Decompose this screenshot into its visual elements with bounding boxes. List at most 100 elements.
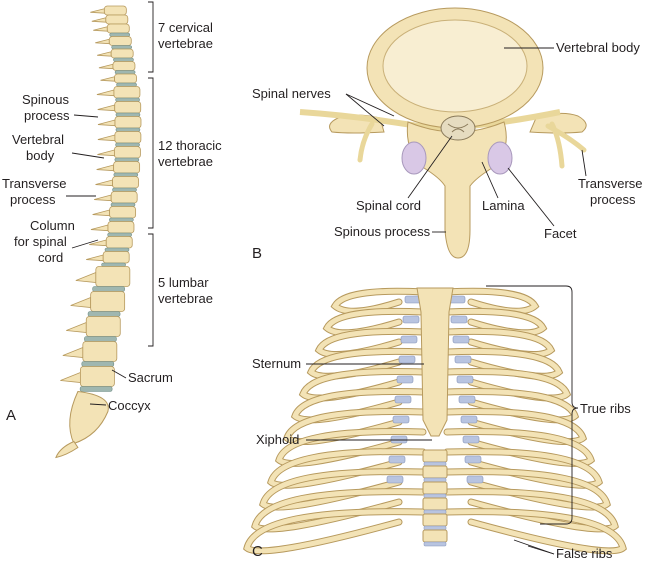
- false-ribs-label: False ribs: [556, 546, 613, 561]
- vertebra: [107, 221, 135, 234]
- rib: [268, 449, 426, 488]
- intervertebral-disc: [115, 142, 140, 147]
- transverse-label-line2: process: [590, 192, 636, 207]
- intervertebral-disc: [87, 311, 121, 317]
- facet-label: Facet: [544, 226, 577, 241]
- costal-cartilage: [386, 475, 404, 484]
- vertebra: [105, 14, 129, 25]
- rib-cage: [243, 287, 627, 555]
- spinous-process: [91, 17, 107, 23]
- left-facet: [401, 141, 427, 175]
- spinous-process: [100, 76, 115, 82]
- intervertebral-disc: [115, 112, 141, 117]
- costal-cartilage: [454, 355, 472, 364]
- vertebra-superior-view: [299, 7, 587, 259]
- intervertebral-disc: [115, 127, 141, 132]
- vertebra: [114, 116, 142, 129]
- thoracic-vertebra: [422, 497, 448, 511]
- spinal-nerves-pointer-2: [345, 93, 385, 127]
- thoracic-label-line1: 12 thoracic: [158, 138, 222, 153]
- spinous-process: [97, 149, 115, 157]
- panel-label-a: A: [6, 407, 16, 424]
- spinous-process: [60, 371, 81, 383]
- spinous-process-label-line1: Spinous: [22, 92, 69, 107]
- vertebra: [95, 266, 131, 287]
- intervertebral-disc: [423, 493, 447, 499]
- true-ribs-label: True ribs: [580, 401, 631, 416]
- vertebra: [90, 291, 126, 312]
- cervical-bracket: [148, 1, 154, 73]
- transverse-label-line1: Transverse: [578, 176, 643, 191]
- vertebral-column: [55, 5, 142, 459]
- column-label-line1: Column: [30, 218, 75, 233]
- costal-cartilage: [458, 395, 476, 404]
- spinous-process-label-line2: process: [24, 108, 70, 123]
- vertebral-body-label: Vertebral body: [556, 40, 640, 55]
- spinous-process: [95, 38, 110, 45]
- spinous-process: [92, 209, 111, 217]
- spinous-process: [97, 104, 116, 112]
- facet-pointer: [507, 167, 555, 227]
- thoracic-vertebra: [422, 529, 448, 543]
- spinous-process: [98, 63, 114, 70]
- vertebra: [112, 176, 139, 189]
- vertebra: [110, 191, 138, 204]
- costal-cartilage: [396, 375, 414, 384]
- spinous-process: [66, 321, 87, 333]
- spinous-process: [89, 239, 107, 247]
- spinous-process: [70, 296, 92, 308]
- sacrum-leader: [111, 369, 127, 379]
- spinous-process: [75, 271, 97, 283]
- transverse-pointer: [581, 149, 587, 177]
- costal-cartilage: [462, 435, 480, 444]
- vertebra: [112, 61, 136, 71]
- spinous-process-leader: [73, 114, 99, 118]
- intervertebral-disc: [423, 477, 447, 483]
- transverse-process-label-line2: process: [10, 192, 56, 207]
- thoracic-vertebra: [422, 513, 448, 527]
- lamina-label: Lamina: [482, 198, 525, 213]
- vertebral-body-inner: [382, 19, 528, 113]
- thoracic-vertebra: [422, 449, 448, 463]
- vertebra: [114, 131, 142, 144]
- column-label-line2: for spinal: [14, 234, 67, 249]
- intervertebral-disc: [423, 541, 447, 547]
- spinous-process: [97, 119, 116, 127]
- costal-cartilage: [402, 315, 420, 324]
- intervertebral-disc: [114, 70, 136, 75]
- intervertebral-disc: [112, 187, 137, 192]
- spinous-process-label: Spinous process: [334, 224, 431, 239]
- panel-label-c: C: [252, 543, 263, 560]
- sternum-shape: [416, 287, 454, 437]
- thoracic-vertebra: [422, 481, 448, 495]
- vertebra: [114, 146, 141, 159]
- intervertebral-disc: [101, 262, 126, 267]
- sacrum-label: Sacrum: [128, 370, 173, 385]
- vertebra: [106, 23, 130, 34]
- spinal-cord-label: Spinal cord: [356, 198, 421, 213]
- lumbar-bracket: [148, 233, 154, 347]
- intervertebral-disc: [111, 45, 132, 50]
- spinous-process: [90, 8, 105, 14]
- vertebral-body-label-line2: body: [26, 148, 55, 163]
- lamina-pointer: [481, 161, 499, 199]
- xiphoid-label: Xiphoid: [256, 432, 299, 447]
- right-facet: [487, 141, 513, 175]
- vertebra: [114, 73, 137, 84]
- coccyx-shape: [55, 440, 79, 459]
- true-ribs-bracket: [486, 285, 579, 525]
- spinal-nerves-pointer-1: [345, 93, 395, 117]
- costal-cartilage: [392, 415, 410, 424]
- costal-cartilage: [450, 315, 468, 324]
- costal-cartilage: [460, 415, 478, 424]
- coccyx-label: Coccyx: [108, 398, 151, 413]
- transverse-process-label-line1: Transverse: [2, 176, 67, 191]
- rib: [444, 449, 602, 488]
- thoracic-bracket: [148, 77, 154, 229]
- intervertebral-disc: [114, 157, 140, 162]
- rib: [260, 469, 426, 510]
- vertebra: [85, 316, 121, 337]
- intervertebral-disc: [115, 97, 140, 102]
- intervertebral-disc: [113, 172, 139, 177]
- intervertebral-disc: [116, 82, 137, 87]
